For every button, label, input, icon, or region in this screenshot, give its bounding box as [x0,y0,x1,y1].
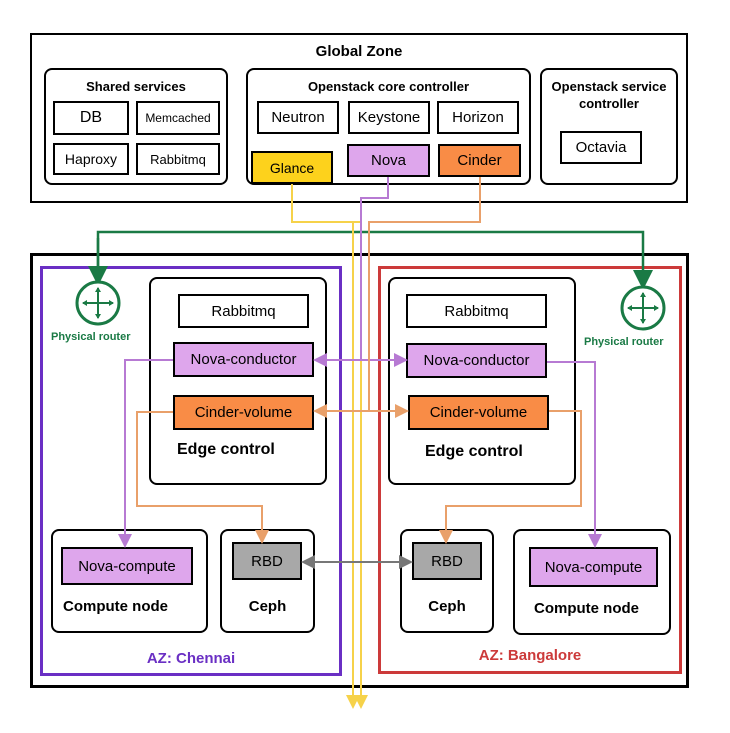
bangalore-cinder-volume: Cinder-volume [408,395,549,430]
chennai-rabbitmq: Rabbitmq [178,294,309,328]
bangalore-edge-control-label: Edge control [425,443,523,460]
horizon-service: Horizon [437,101,519,134]
memcached-service: Memcached [136,101,220,135]
rabbitmq-shared-service: Rabbitmq [136,143,220,175]
keystone-service: Keystone [348,101,430,134]
router-icon [620,285,666,331]
nova-service: Nova [347,144,430,177]
core-controller-title: Openstack core controller [307,79,470,94]
router-icon [75,280,121,326]
bangalore-ceph-label: Ceph [428,598,466,615]
bangalore-nova-compute: Nova-compute [529,547,658,587]
bangalore-compute-node-label: Compute node [534,600,639,617]
neutron-service: Neutron [257,101,339,134]
chennai-ceph-label: Ceph [248,598,287,615]
bangalore-nova-conductor: Nova-conductor [406,343,547,378]
bangalore-rabbitmq: Rabbitmq [406,294,547,328]
az-chennai [40,266,342,676]
nova-link [360,177,389,361]
shared-services-title: Shared services [86,79,186,94]
chennai-router-label: Physical router [51,331,131,343]
db-service: DB [53,101,129,135]
cinder-link [368,177,481,411]
glance-service: Glance [251,151,333,184]
service-controller-group: Openstack service controller [540,68,678,185]
network-link [96,230,653,290]
az-bangalore-label: AZ: Bangalore [478,647,582,664]
bangalore-router-label: Physical router [584,336,664,348]
chennai-rbd: RBD [232,542,302,580]
octavia-service: Octavia [560,131,642,164]
glance-link [291,184,354,565]
bangalore-rbd: RBD [412,542,482,580]
az-chennai-label: AZ: Chennai [146,650,236,667]
service-controller-title-line1: Openstack service [551,79,667,94]
az-bangalore [378,266,682,674]
global-zone-title: Global Zone [315,43,403,60]
cinder-service: Cinder [438,144,521,177]
chennai-nova-conductor: Nova-conductor [173,342,314,377]
haproxy-service: Haproxy [53,143,129,175]
chennai-cinder-volume: Cinder-volume [173,395,314,430]
service-controller-title-line2: controller [579,96,639,111]
chennai-compute-node-label: Compute node [63,598,168,615]
chennai-edge-control-label: Edge control [177,441,275,458]
chennai-nova-compute: Nova-compute [61,547,193,585]
